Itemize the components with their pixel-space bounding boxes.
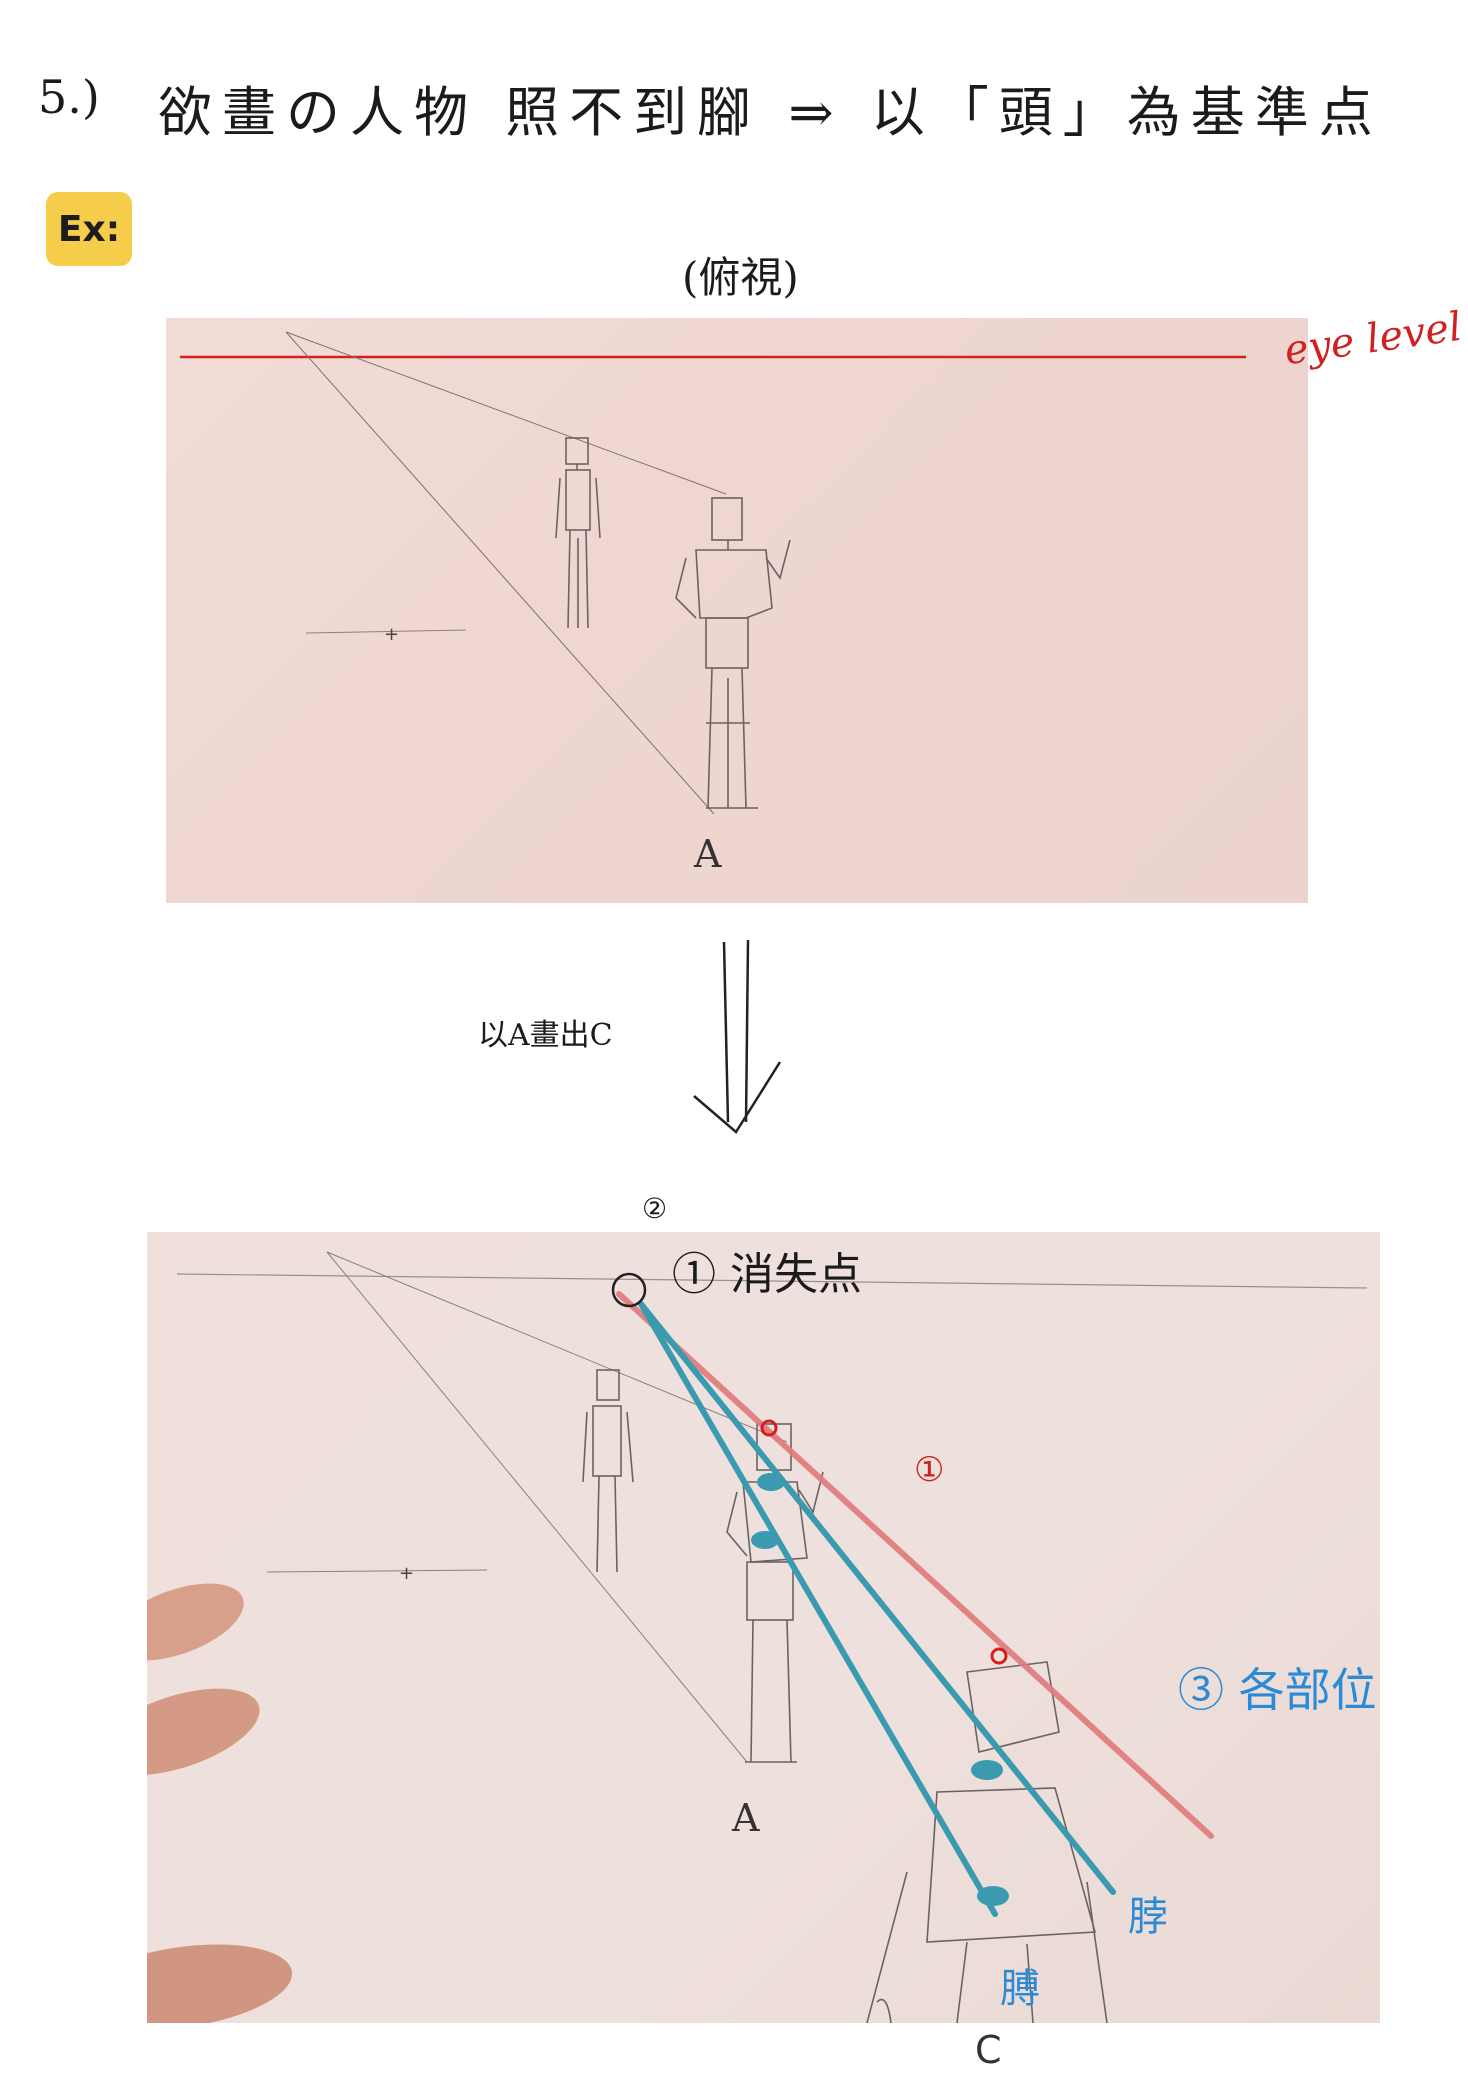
guide-line [266, 1569, 488, 1573]
top-caption: (俯視) [682, 253, 799, 302]
guide-line [285, 331, 727, 495]
heading-row: 5.) 欲畫の人物 照不到腳 ⇒ 以「頭」為基準点 [38, 62, 1418, 152]
figure-a-label: A [694, 832, 722, 876]
vanishing-point-label: ① 消失点 [672, 1249, 862, 1300]
blue-marker [977, 1886, 1009, 1906]
red-marker [990, 1647, 1008, 1665]
bottom-sketch-drawing: + [147, 1251, 1368, 2023]
far-figure [582, 1369, 634, 1573]
arrow-caption: 以A畫出C [478, 1018, 613, 1053]
top-sketch-drawing: + [180, 331, 1246, 815]
heading-number: 5.) [38, 70, 100, 124]
vanishing-point-circle [611, 1272, 647, 1308]
red-mark: ① [914, 1450, 945, 1490]
horizon-line [176, 1273, 1368, 1289]
guide-line [285, 331, 715, 815]
blue-marker [757, 1473, 785, 1491]
example-badge: Ex: [46, 192, 132, 266]
blue-neck-line [638, 1301, 1116, 1895]
heading-text: 欲畫の人物 照不到腳 ⇒ 以「頭」為基準点 [158, 81, 1383, 144]
blue-marker [751, 1531, 779, 1549]
vanishing-point-number: ② [642, 1192, 668, 1225]
hip-label: 膊 [1000, 1966, 1040, 2012]
guide-line [326, 1251, 788, 1443]
bottom-sketch-photo: + [147, 1232, 1380, 2023]
guide-line [326, 1251, 748, 1763]
far-figure [555, 437, 601, 629]
top-sketch-photo: + [166, 318, 1308, 903]
guide-line [305, 629, 467, 634]
red-head-line [616, 1291, 1214, 1839]
figure-a-label: A [732, 1796, 760, 1840]
cross-mark: + [384, 624, 399, 645]
blue-marker [971, 1760, 1003, 1780]
blue-hip-line [638, 1301, 998, 1917]
fingers [147, 1583, 293, 2023]
red-marker [760, 1419, 778, 1437]
neck-label: 脖 [1128, 1894, 1168, 1940]
parts-label: ③ 各部位 [1178, 1663, 1377, 1717]
cross-mark: + [399, 1563, 414, 1584]
eye-level-label: eye level [1281, 303, 1465, 375]
figure-c-label: C [975, 2028, 1002, 2072]
double-down-arrow-icon [693, 939, 782, 1134]
figure-a [675, 497, 791, 809]
